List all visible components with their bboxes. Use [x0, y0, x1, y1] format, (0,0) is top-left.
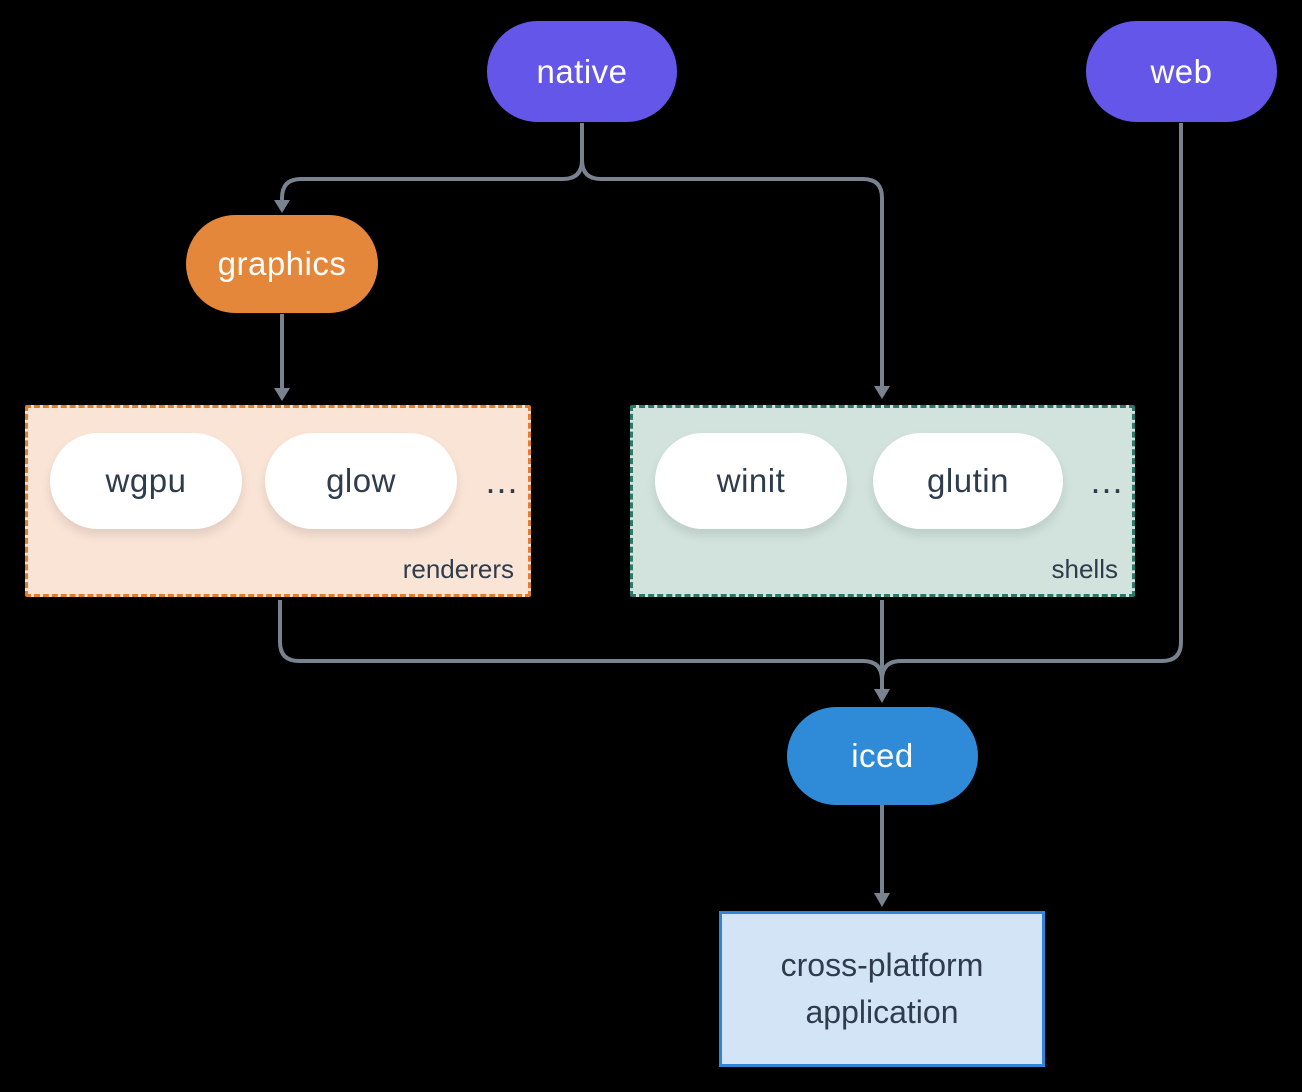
node-winit: winit	[655, 433, 847, 529]
renderers-group-box: wgpu glow ... renderers	[25, 405, 531, 597]
node-cross-platform-application: cross-platform application	[719, 911, 1045, 1067]
arrowhead-renderers	[274, 388, 290, 401]
edge-web-to-iced	[880, 123, 1183, 681]
node-native: native	[487, 21, 677, 122]
node-winit-label: winit	[716, 462, 786, 499]
edge-native-to-graphics	[280, 123, 584, 201]
arrowhead-iced	[874, 689, 890, 703]
app-label-line2: application	[805, 994, 959, 1030]
node-web: web	[1086, 21, 1277, 122]
node-iced: iced	[787, 707, 978, 805]
node-glow: glow	[265, 433, 457, 529]
edge-renderers-to-iced	[278, 600, 884, 688]
shells-group-box: winit glutin ... shells	[630, 405, 1135, 597]
arrowhead-shells	[874, 386, 890, 399]
node-graphics-label: graphics	[217, 245, 347, 282]
node-graphics: graphics	[186, 215, 378, 313]
arrowhead-graphics	[274, 200, 290, 213]
node-wgpu-label: wgpu	[105, 462, 187, 499]
shells-ellipsis: ...	[1090, 460, 1124, 501]
node-glow-label: glow	[326, 462, 396, 499]
node-iced-label: iced	[851, 737, 914, 774]
node-web-label: web	[1150, 52, 1213, 90]
node-glutin: glutin	[873, 433, 1063, 529]
app-label-line1: cross-platform	[780, 947, 984, 983]
arrowhead-app	[874, 893, 890, 907]
shells-group-label: shells	[1051, 554, 1118, 584]
node-native-label: native	[536, 52, 628, 90]
renderers-group-label: renderers	[402, 554, 514, 584]
node-wgpu: wgpu	[50, 433, 242, 529]
renderers-ellipsis: ...	[485, 460, 519, 501]
edge-native-to-shells	[580, 123, 884, 387]
node-glutin-label: glutin	[927, 462, 1009, 499]
